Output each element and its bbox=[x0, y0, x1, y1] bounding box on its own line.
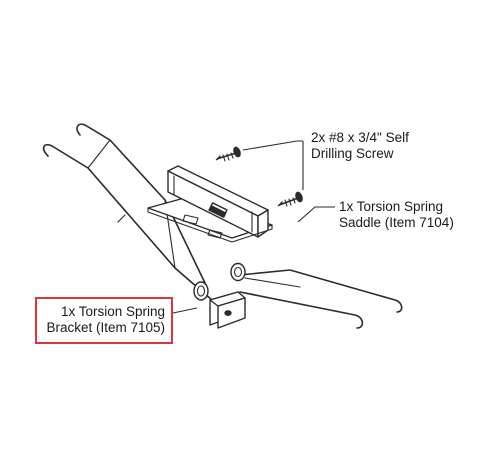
saddle-leader bbox=[297, 206, 335, 223]
screw-callout-label: 2x #8 x 3/4" Self Drilling Screw bbox=[311, 130, 409, 162]
saddle-callout-line2: Saddle (Item 7104) bbox=[339, 215, 454, 230]
bracket-callout-highlight-box: 1x Torsion Spring Bracket (Item 7105) bbox=[35, 297, 173, 344]
screw-lower bbox=[277, 191, 303, 207]
bracket-leader bbox=[172, 307, 198, 314]
right-torsion-spring bbox=[239, 269, 403, 329]
screw-callout-line1: 2x #8 x 3/4" Self bbox=[311, 130, 409, 145]
screw-leader-upper bbox=[242, 140, 303, 151]
self-drilling-screws bbox=[215, 146, 303, 207]
screw-upper bbox=[215, 146, 241, 162]
bracket-callout-line2: Bracket (Item 7105) bbox=[46, 320, 165, 335]
saddle-callout-line1: 1x Torsion Spring bbox=[339, 199, 444, 214]
bracket-callout-line1: 1x Torsion Spring bbox=[60, 304, 165, 319]
screw-callout-line2: Drilling Screw bbox=[311, 146, 394, 161]
torsion-spring-bracket bbox=[193, 262, 246, 329]
leader-lines bbox=[172, 140, 335, 314]
saddle-callout-label: 1x Torsion Spring Saddle (Item 7104) bbox=[339, 199, 454, 231]
torsion-spring-saddle bbox=[147, 165, 273, 243]
